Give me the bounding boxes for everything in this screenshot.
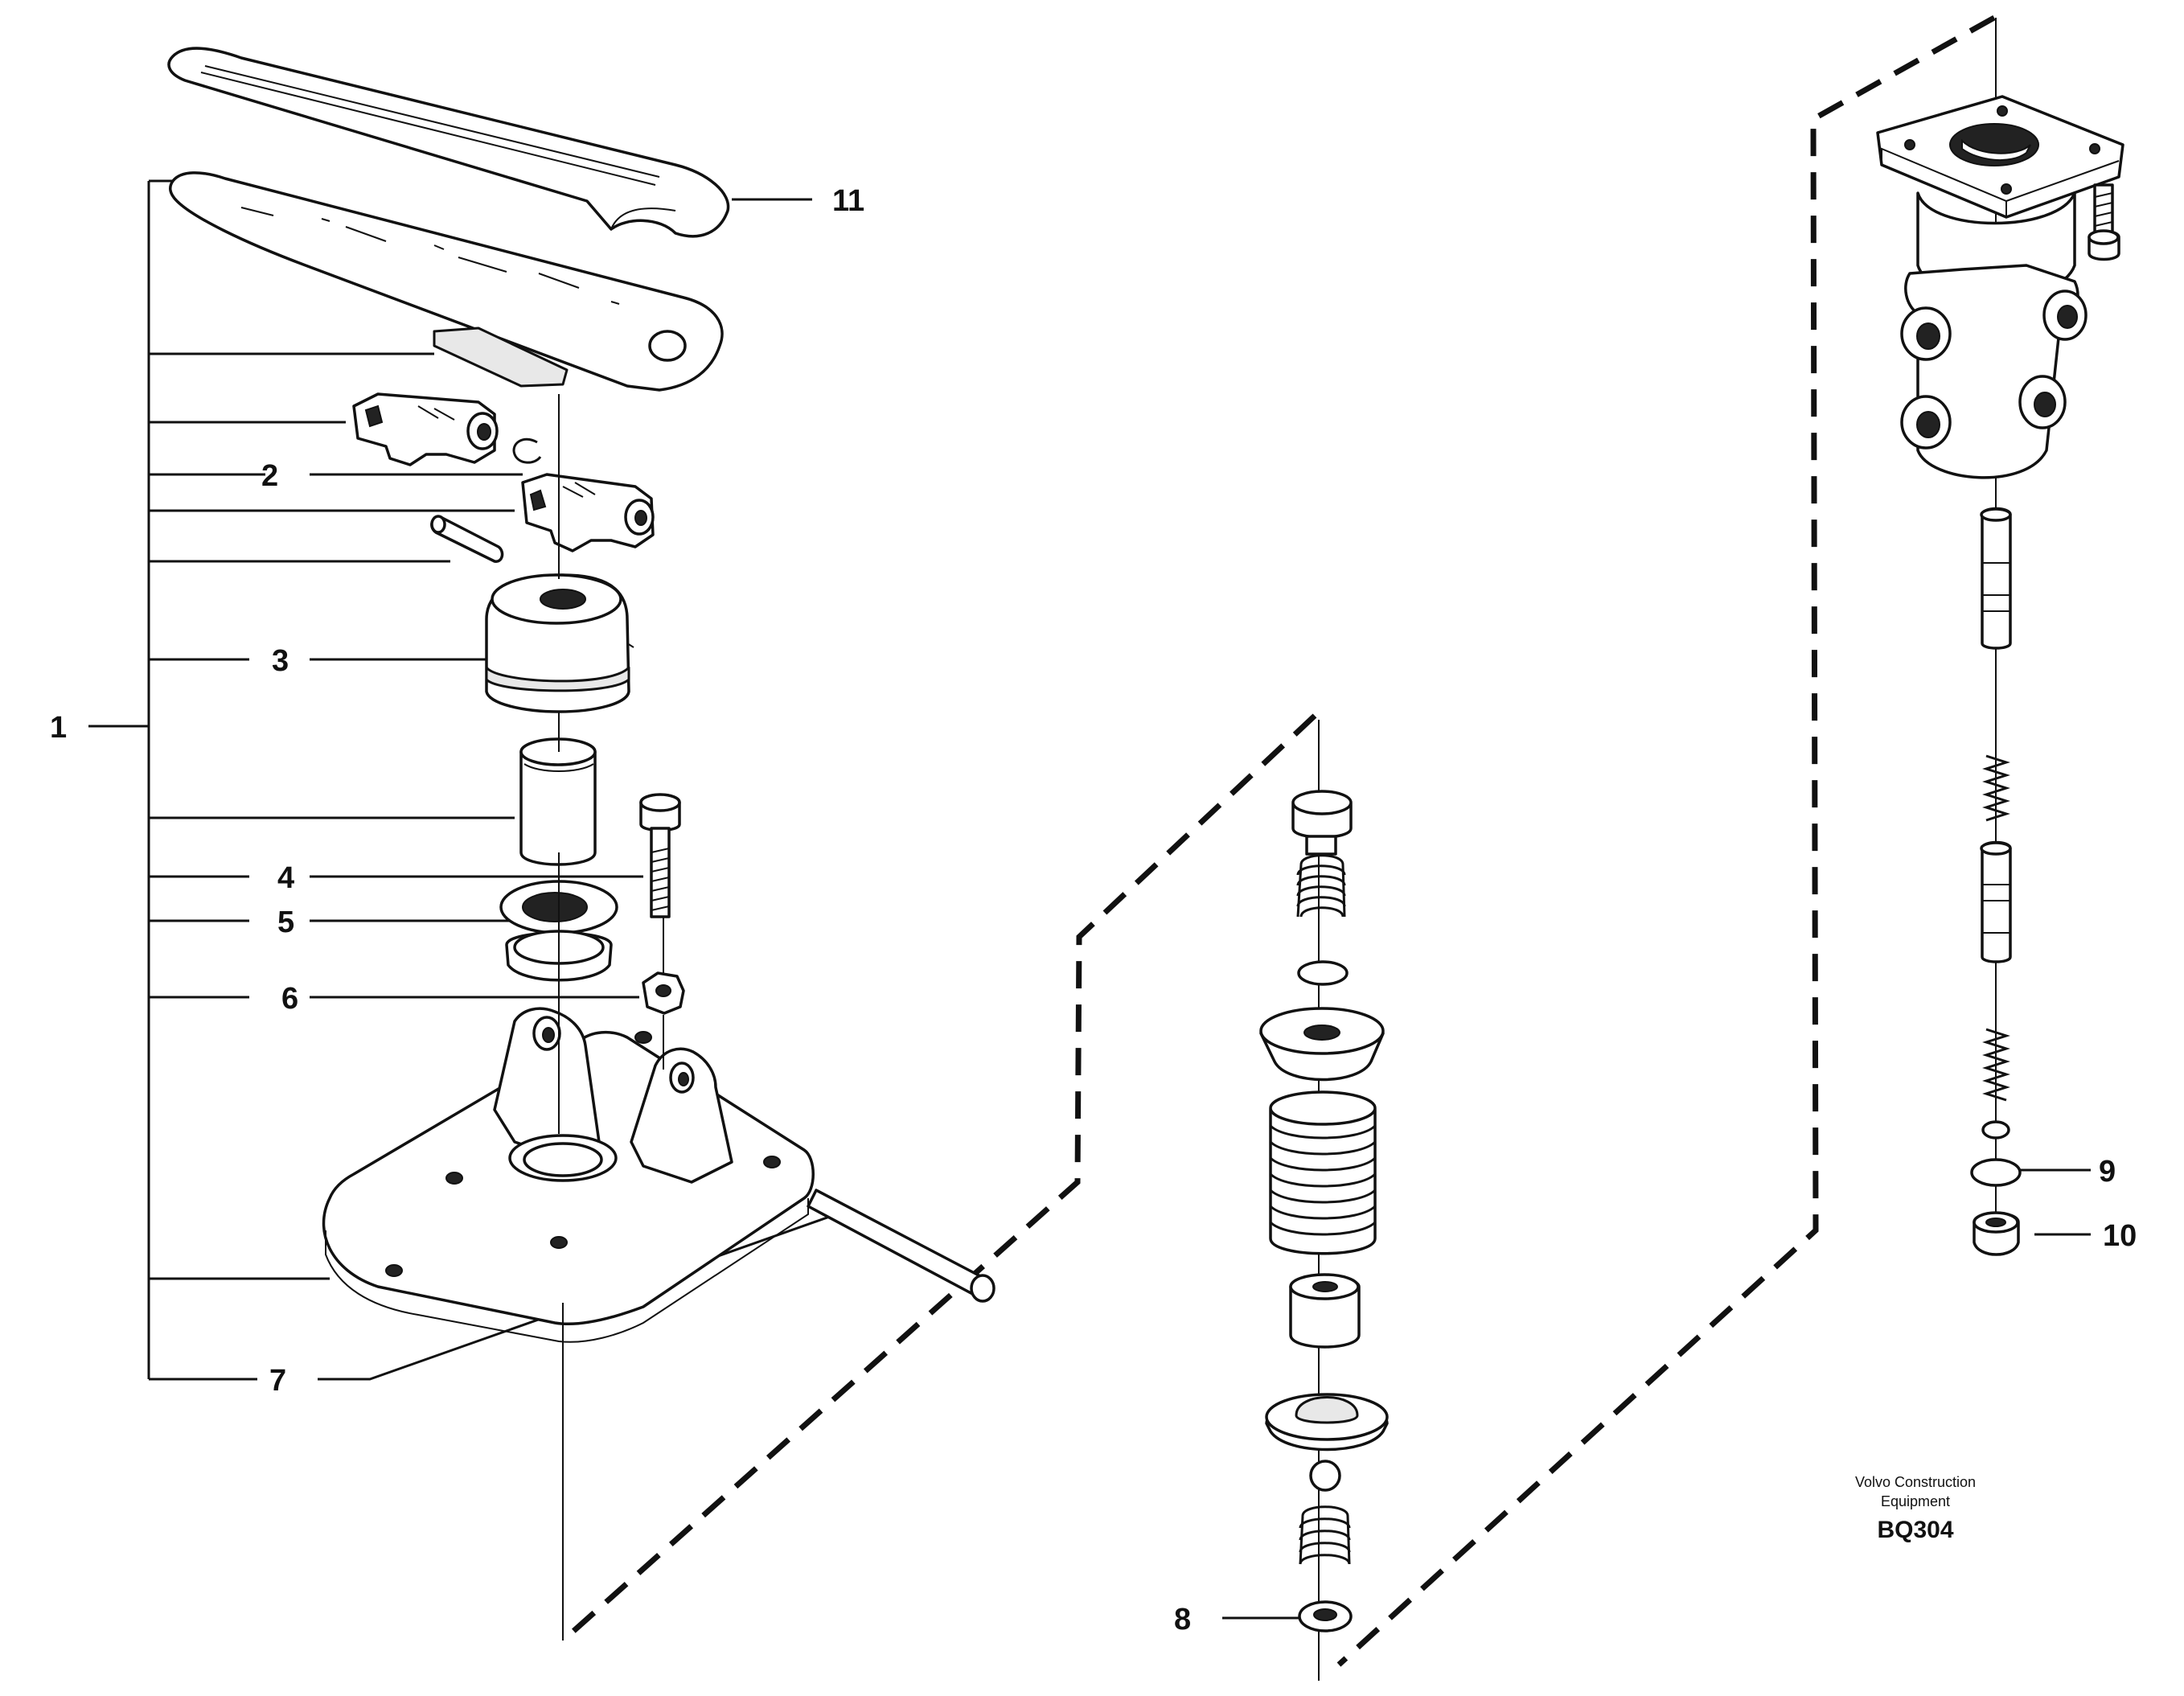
callout-leaders xyxy=(310,198,2091,1620)
link-upper xyxy=(352,392,499,466)
callout-1-bracket xyxy=(88,179,515,1381)
callout-2: 2 xyxy=(261,459,278,493)
callout-1: 1 xyxy=(50,711,67,745)
pedal-body xyxy=(168,171,724,392)
brake-valve-body xyxy=(1876,18,2124,1256)
pedal-pad xyxy=(433,326,569,388)
pedal-texture xyxy=(240,207,620,305)
callout-7: 7 xyxy=(269,1364,286,1398)
brand-block: Volvo Construction Equipment BQ304 xyxy=(1855,1474,1976,1543)
brand-line-2: Equipment xyxy=(1881,1493,1950,1509)
circlip xyxy=(512,437,542,464)
callout-6: 6 xyxy=(281,982,298,1016)
nut xyxy=(642,971,685,1015)
callout-9: 9 xyxy=(2099,1155,2116,1189)
callout-8: 8 xyxy=(1174,1603,1191,1636)
callout-labels: 1 2 3 4 5 6 7 8 9 10 11 xyxy=(50,184,2137,1636)
plunger xyxy=(519,737,597,866)
valve-internals-stack xyxy=(1259,720,1389,1681)
drawing-code: BQ304 xyxy=(1877,1517,1953,1543)
callout-11: 11 xyxy=(832,184,864,218)
callout-10: 10 xyxy=(2103,1219,2137,1253)
callout-3: 3 xyxy=(272,644,289,678)
pedal-cover xyxy=(167,47,730,238)
base-plate xyxy=(322,1007,996,1343)
rubber-boot xyxy=(485,573,634,713)
brand-line-1: Volvo Construction xyxy=(1855,1474,1976,1490)
dashed-assembly-line-left xyxy=(560,713,1317,1643)
bolt xyxy=(639,793,681,918)
callout-4: 4 xyxy=(277,861,294,895)
pin xyxy=(430,515,504,563)
dashed-assembly-line-right xyxy=(1336,14,1996,1667)
large-spring xyxy=(1269,1090,1377,1255)
assembly-axis-left xyxy=(558,394,664,1641)
link-lower xyxy=(521,473,655,552)
mounting-screw xyxy=(2088,183,2120,261)
callout-5: 5 xyxy=(277,905,294,939)
